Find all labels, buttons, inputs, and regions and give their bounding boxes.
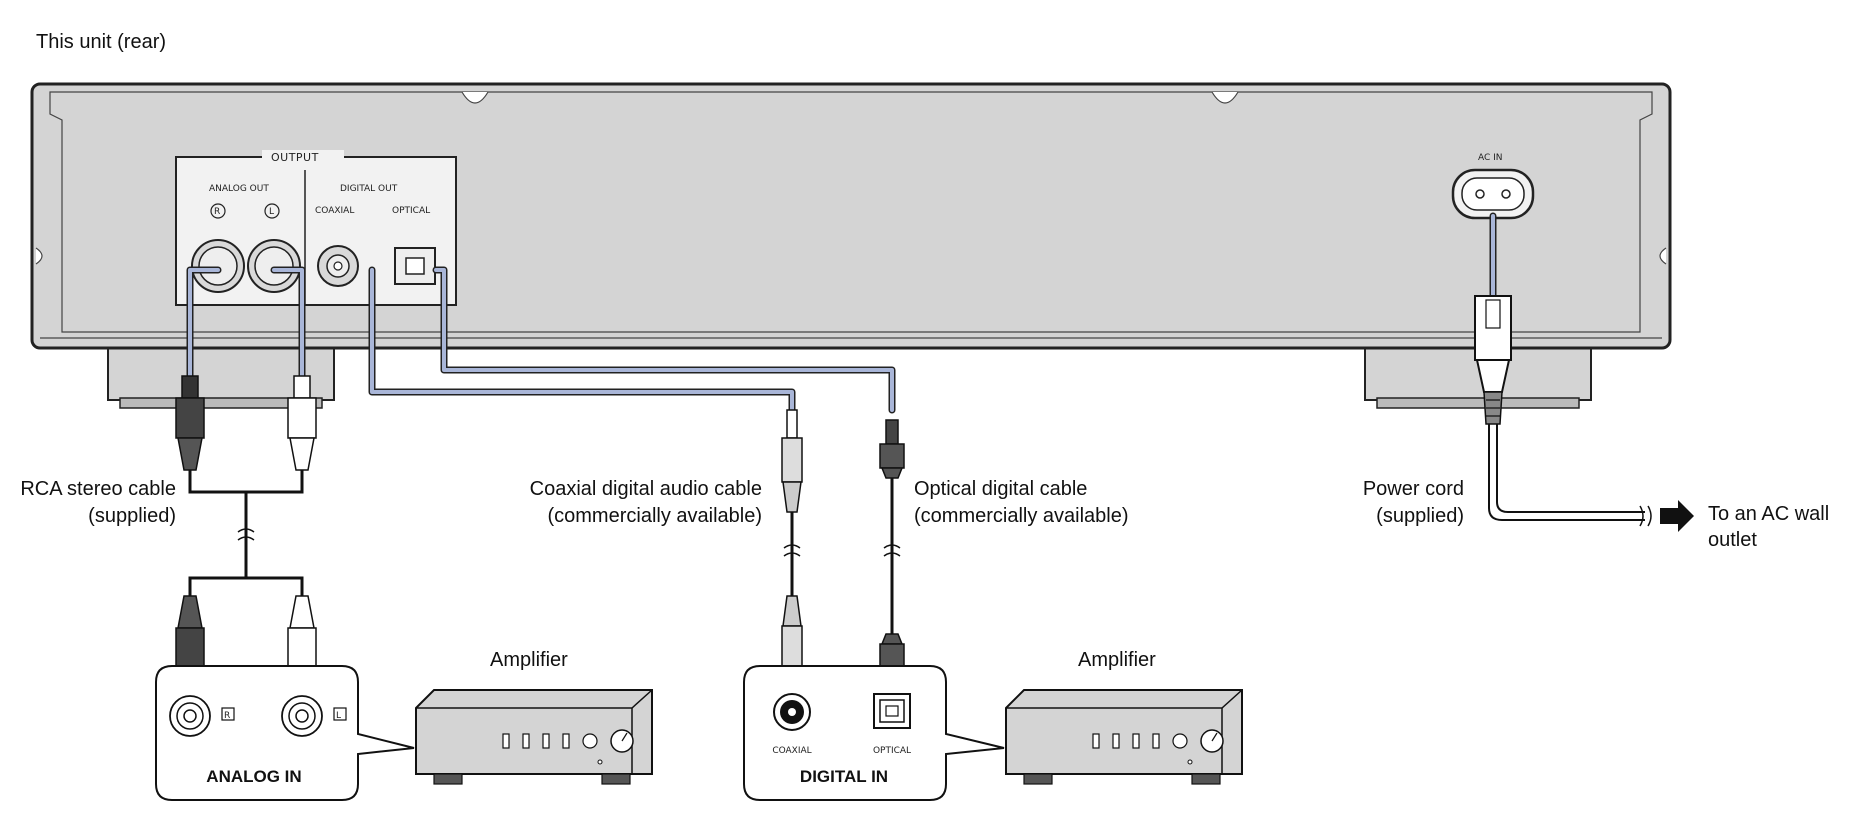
ac-in-socket: AC IN xyxy=(1451,153,1535,220)
coax-cable-label-1: Coaxial digital audio cable xyxy=(530,478,762,500)
optical-cable xyxy=(879,419,905,689)
optical-cable-label-1: Optical digital cable xyxy=(914,478,1087,500)
coaxial-in-label: COAXIAL xyxy=(772,746,811,756)
right-foot-pad xyxy=(1376,397,1580,409)
coaxial-cable xyxy=(781,409,803,689)
digital-in-callout: COAXIAL OPTICAL DIGITAL IN xyxy=(743,665,1005,801)
digital-in-label: DIGITAL IN xyxy=(800,767,888,786)
analog-out-label: ANALOG OUT xyxy=(209,184,269,194)
analog-out-r-mark: R xyxy=(214,207,220,217)
digital-out-label: DIGITAL OUT xyxy=(340,184,398,194)
power-cord-label-2: (supplied) xyxy=(1376,505,1464,527)
output-label: OUTPUT xyxy=(271,151,319,164)
amplifier-digital: Amplifier xyxy=(1005,649,1243,785)
amplifier-analog-title: Amplifier xyxy=(490,649,568,671)
ac-in-label: AC IN xyxy=(1478,153,1503,163)
coaxial-out-label: COAXIAL xyxy=(315,206,354,216)
optical-in-label: OPTICAL xyxy=(873,746,911,756)
amplifier-analog: Amplifier xyxy=(415,649,653,785)
optical-cable-label-2: (commercially available) xyxy=(914,505,1129,527)
amplifier-digital-title: Amplifier xyxy=(1078,649,1156,671)
rca-stereo-cable xyxy=(175,375,317,687)
analog-in-callout: R L ANALOG IN xyxy=(155,665,415,801)
rca-cable-label-1: RCA stereo cable xyxy=(20,478,176,500)
optical-out-label: OPTICAL xyxy=(392,206,430,216)
output-panel: OUTPUT ANALOG OUT R L DIGITAL OUT COAXIA… xyxy=(175,150,457,306)
power-cord xyxy=(1474,295,1694,532)
power-cord-label-1: Power cord xyxy=(1363,478,1464,500)
arrow-right-icon xyxy=(1660,500,1694,532)
outlet-label-2: outlet xyxy=(1708,529,1757,551)
analog-out-l-mark: L xyxy=(269,207,274,217)
coax-cable-label-2: (commercially available) xyxy=(547,505,762,527)
analog-in-r-mark: R xyxy=(224,711,230,721)
cable-highlights xyxy=(188,214,1495,412)
analog-in-label: ANALOG IN xyxy=(206,767,301,786)
analog-in-l-mark: L xyxy=(336,711,341,721)
left-foot-pad xyxy=(119,397,323,409)
outlet-label-1: To an AC wall xyxy=(1708,503,1829,525)
rca-cable-label-2: (supplied) xyxy=(88,505,176,527)
unit-title: This unit (rear) xyxy=(36,31,166,53)
